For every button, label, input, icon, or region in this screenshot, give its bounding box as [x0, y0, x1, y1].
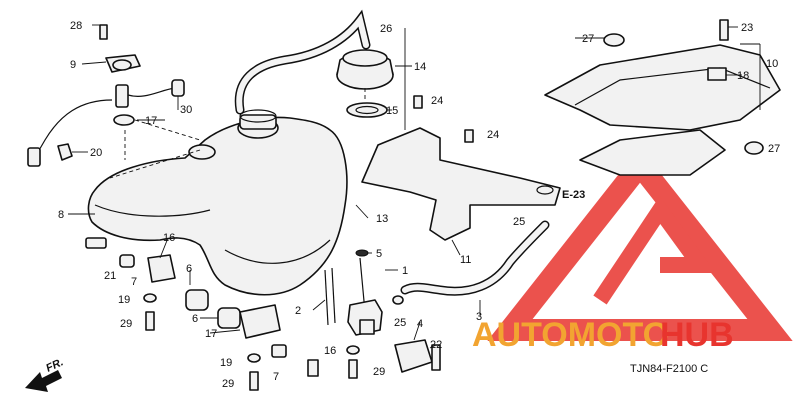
callout-16a: 16	[163, 232, 175, 244]
callout-20: 20	[90, 147, 102, 159]
callout-29a: 29	[120, 318, 132, 330]
callout-6a: 6	[186, 263, 192, 275]
watermark-brand-auto: AUTOMOTO	[472, 316, 669, 354]
mounting-hardware	[85, 24, 474, 391]
callout-18: 18	[737, 70, 749, 82]
callout-17: 17	[145, 115, 157, 127]
callout-7a: 7	[131, 276, 137, 288]
heat-guard	[361, 127, 561, 241]
section-ref: E-23	[562, 189, 585, 201]
callout-26: 26	[380, 23, 392, 35]
callout-24b: 24	[487, 129, 499, 141]
leader-lines	[68, 24, 761, 349]
callout-16b: 17	[205, 328, 217, 340]
callout-3: 3	[476, 311, 482, 323]
callout-19a: 19	[118, 294, 130, 306]
filler-cap	[234, 9, 394, 118]
seat-bracket	[544, 19, 781, 176]
callout-11: 11	[460, 254, 471, 266]
callout-6b: 6	[192, 313, 198, 325]
callout-1: 1	[402, 265, 408, 277]
fuel-hose	[400, 220, 550, 296]
callout-7b: 7	[273, 371, 279, 383]
callout-28: 28	[70, 20, 82, 32]
callout-5: 5	[376, 248, 382, 260]
watermark-logo	[487, 147, 793, 341]
callout-15: 16	[324, 345, 336, 357]
callout-23: 23	[741, 22, 753, 34]
callout-24a: 24	[431, 95, 443, 107]
callout-8: 8	[58, 209, 64, 221]
callout-27a: 27	[582, 33, 594, 45]
callout-27b: 27	[768, 143, 780, 155]
callout-2: 2	[295, 305, 301, 317]
front-indicator: FR.	[25, 356, 65, 392]
callout-25a: 25	[513, 216, 525, 228]
fuel-gauge-unit	[27, 54, 185, 167]
callout-4: 4	[417, 318, 423, 330]
fuel-valve	[324, 249, 404, 336]
callout-29c: 29	[373, 366, 385, 378]
callout-22: 21	[104, 270, 116, 282]
grouping-lines	[109, 88, 366, 179]
callout-14: 15	[386, 105, 398, 117]
callout-21: 22	[430, 339, 442, 351]
callout-19b: 19	[220, 357, 232, 369]
callout-9: 9	[70, 59, 76, 71]
watermark-brand-hub: HUB	[660, 316, 734, 354]
drawing-code: TJN84-F2100 C	[630, 363, 708, 375]
callout-30: 30	[180, 104, 192, 116]
callout-13: 14	[414, 61, 426, 73]
fuel-tank	[87, 109, 348, 296]
callout-29b: 29	[222, 378, 234, 390]
callout-25b: 25	[394, 317, 406, 329]
front-label: FR.	[44, 356, 65, 374]
callout-10: 10	[766, 58, 778, 70]
callout-numbers: 28 9 30 17 20 8 26 14 15 24 24 27 23 10 …	[58, 20, 780, 390]
callout-12: 13	[376, 213, 388, 225]
